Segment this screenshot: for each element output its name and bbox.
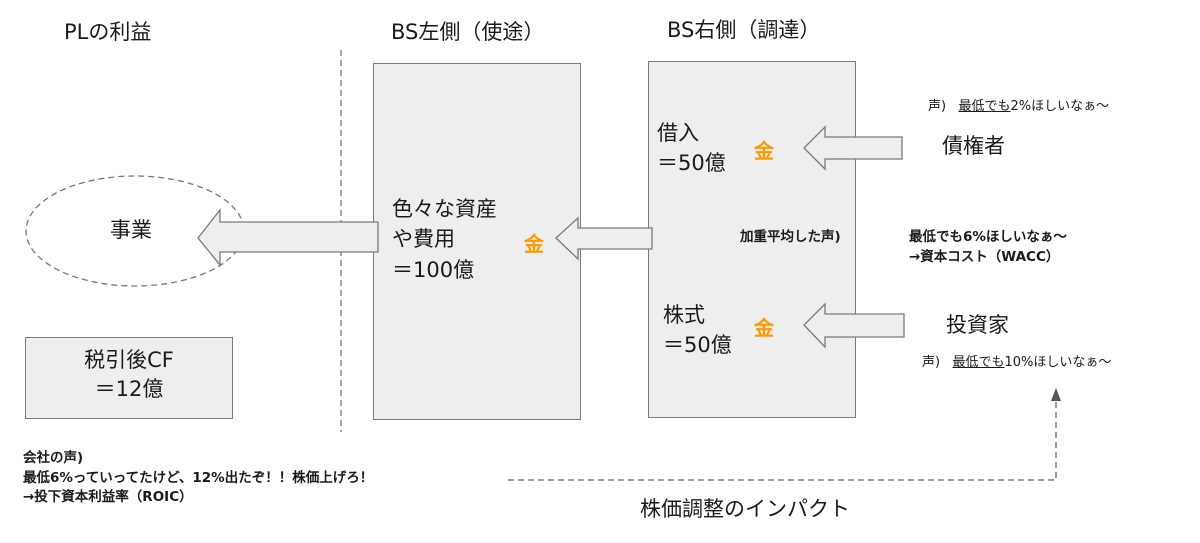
investor-voice-prefix: 声)	[922, 355, 941, 370]
company-voice-line1: 会社の声)	[23, 450, 84, 466]
heading-bs-right: BS右側（調達）	[667, 18, 821, 42]
after-tax-cf-box: 税引後CF ＝12億	[25, 337, 233, 419]
heading-pl: PLの利益	[64, 20, 152, 44]
arrow-from-investor	[803, 302, 905, 349]
company-voice-line2: 最低6%っていってたけど、12%出たぞ！！株価上げろ！	[23, 469, 374, 486]
funding-box: 借入 ＝50億 金 株式 ＝50億 金	[648, 61, 856, 418]
creditor-label: 債権者	[942, 134, 1005, 158]
business-label: 事業	[110, 218, 152, 242]
after-tax-cf-line1: 税引後CF	[84, 348, 174, 372]
money-icon: 金	[754, 139, 774, 163]
weighted-voice-line1: 最低でも6%ほしいなぁ～	[909, 229, 1067, 245]
impact-label: 株価調整のインパクト	[640, 497, 850, 521]
money-icon: 金	[754, 316, 774, 340]
money-icon: 金	[524, 232, 544, 256]
impact-dashed-path	[508, 400, 1057, 481]
investor-label: 投資家	[946, 313, 1009, 337]
heading-bs-left: BS左側（使途）	[391, 20, 545, 44]
debt-line2: ＝50億	[657, 151, 726, 176]
company-voice: 会社の声) 最低6%っていってたけど、12%出たぞ！！株価上げろ！ →投下資本利…	[23, 449, 373, 508]
assets-line1: 色々な資産	[392, 197, 497, 221]
creditor-voice-underlined: 最低でも	[958, 99, 1011, 114]
arrow-to-business	[197, 208, 379, 267]
investor-voice: 声) 最低でも10%ほしいなぁ～	[922, 351, 1111, 370]
impact-arrow-head	[1051, 388, 1061, 401]
creditor-voice: 声) 最低でも2%ほしいなぁ～	[928, 95, 1109, 114]
assets-line3: ＝100億	[392, 257, 475, 282]
equity-line1: 株式	[663, 303, 705, 327]
weighted-voice: 最低でも6%ほしいなぁ～ →資本コスト（WACC）	[909, 228, 1067, 267]
equity-line2: ＝50億	[663, 333, 732, 358]
investor-voice-rest: 10%ほしいなぁ～	[1004, 355, 1112, 370]
investor-voice-underlined: 最低でも	[952, 355, 1005, 370]
arrow-to-assets	[555, 216, 653, 261]
debt-line1: 借入	[657, 121, 699, 145]
assets-box: 色々な資産 や費用 ＝100億 金	[373, 63, 581, 420]
assets-line2: や費用	[392, 227, 455, 252]
roic-label: →投下資本利益率（ROIC）	[23, 489, 193, 506]
creditor-voice-rest: 2%ほしいなぁ～	[1010, 99, 1110, 114]
wacc-label: →資本コスト（WACC）	[909, 248, 1060, 265]
after-tax-cf-line2: ＝12億	[94, 377, 164, 402]
weighted-voice-label: 加重平均した声)	[740, 229, 841, 245]
arrow-from-creditor	[803, 125, 903, 171]
creditor-voice-prefix: 声)	[928, 99, 947, 114]
